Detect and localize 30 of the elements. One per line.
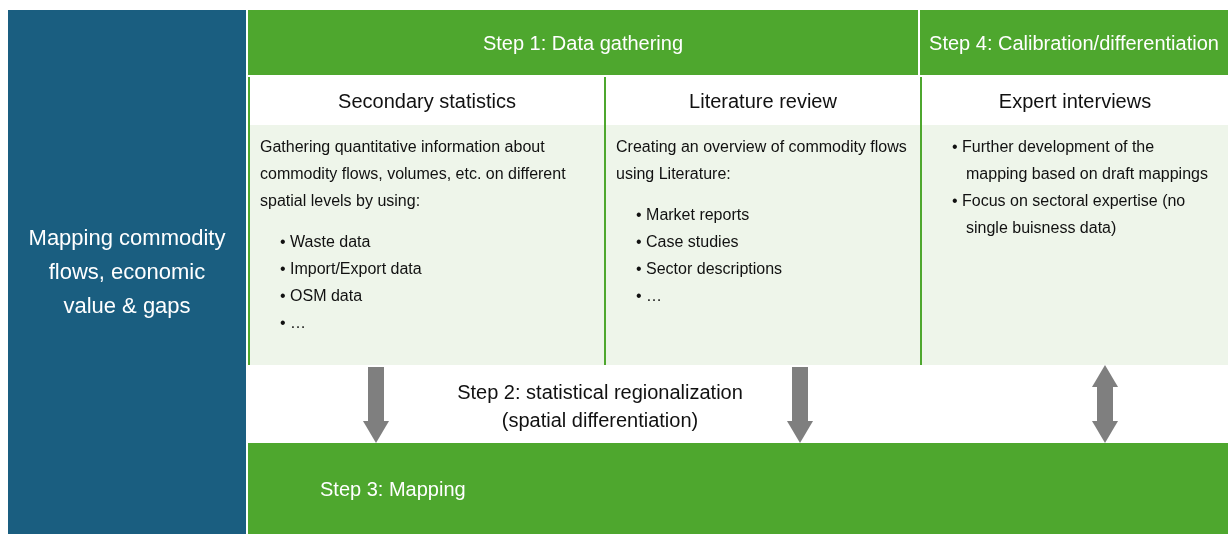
side-title: Mapping commodity flows, economic value & gaps [27,224,227,320]
footer-band [248,443,1228,534]
side-band [8,10,246,534]
bullet-item: • Import/Export data [280,259,423,279]
bullet-item: • OSM data [280,286,364,306]
description-text: Gathering quantitative information about commodity flows, volumes, etc. on different spatial levels by using: [260,137,567,211]
bullet-item: • Market reports [636,205,751,225]
description-text: Creating an overview of commodity flows using Literature: [616,137,908,184]
arrow [1092,365,1118,443]
step-title: Step 4: Calibration/differentiation [929,30,1219,56]
column-heading: Secondary statistics [250,77,604,125]
column-heading: Literature review [606,77,920,125]
column-heading: Expert interviews [922,77,1228,125]
bullet-item: • … [636,286,664,306]
arrow [363,367,389,443]
bullet-item: • Case studies [636,232,740,252]
bullet-item: • … [280,313,308,333]
step-title: Step 1: Data gathering [482,30,684,56]
arrow [787,367,813,443]
column-panel [248,77,604,365]
bullet-item: • Sector descriptions [636,259,784,279]
bullet-item: • Focus on sectoral expertise (no single buisness data) [952,191,1187,238]
column-panel [920,77,1228,365]
header-band [920,10,1228,75]
header-band [248,10,918,75]
bullet-item: • Further development of the mapping based on draft mappings [952,137,1209,184]
step-label: Step 2: statistical regionalization (spatial differentiation) [456,380,744,433]
bullet-item: • Waste data [280,232,372,252]
step-title: Step 3: Mapping [320,476,466,502]
column-panel [604,77,920,365]
